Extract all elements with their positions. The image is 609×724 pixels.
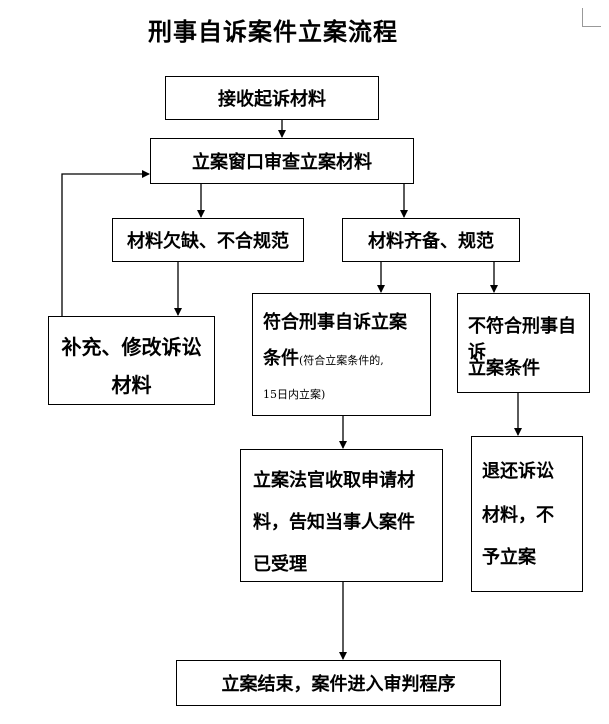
node-judge-line2: 料，告知当事人案件 <box>253 512 415 533</box>
node-meets-line2-wrap: 条件(符合立案条件的, <box>263 344 384 370</box>
node-return-line2: 材料，不 <box>482 505 554 526</box>
node-review-materials: 立案窗口审查立案材料 <box>150 138 414 184</box>
page-title: 刑事自诉案件立案流程 <box>148 18 398 46</box>
arrow-supplement-back-to-review <box>61 170 150 316</box>
node-not-meets-line1: 不符合刑事自诉 <box>468 316 576 363</box>
node-meets-line1: 符合刑事自诉立案 <box>263 312 407 333</box>
node-supplement-line2: 材料 <box>111 373 152 397</box>
node-meets-note-line2: 15日内立案) <box>263 388 326 401</box>
node-supplement-materials: 补充、修改诉讼 材料 <box>48 316 215 405</box>
node-end: 立案结束，案件进入审判程序 <box>176 660 501 706</box>
node-end-label: 立案结束，案件进入审判程序 <box>221 674 456 695</box>
node-receive-label: 接收起诉材料 <box>218 89 326 110</box>
node-judge-accepts: 立案法官收取申请材 料，告知当事人案件 已受理 <box>240 449 443 582</box>
node-meets-note-line1: (符合立案条件的, <box>299 354 384 367</box>
page-corner-mark <box>582 8 601 27</box>
node-return-line3: 予立案 <box>482 547 536 568</box>
node-return-line1: 退还诉讼 <box>482 461 554 482</box>
node-supplement-line1: 补充、修改诉讼 <box>61 335 202 359</box>
node-review-label: 立案窗口审查立案材料 <box>192 152 372 173</box>
node-complete-materials: 材料齐备、规范 <box>342 218 520 262</box>
node-meets-conditions: 符合刑事自诉立案 条件(符合立案条件的, 15日内立案) <box>252 293 431 416</box>
node-meets-line2: 条件 <box>263 348 299 369</box>
node-return-materials: 退还诉讼 材料，不 予立案 <box>471 436 583 592</box>
node-not-meets-conditions: 不符合刑事自诉 立案条件 <box>457 293 590 393</box>
node-receive-materials: 接收起诉材料 <box>165 76 379 120</box>
node-judge-line1: 立案法官收取申请材 <box>253 470 415 491</box>
node-not-meets-line2: 立案条件 <box>468 358 540 379</box>
node-judge-line3: 已受理 <box>253 554 307 575</box>
node-incomplete-label: 材料欠缺、不合规范 <box>127 231 289 252</box>
node-complete-label: 材料齐备、规范 <box>368 231 494 252</box>
node-incomplete-materials: 材料欠缺、不合规范 <box>112 218 304 262</box>
